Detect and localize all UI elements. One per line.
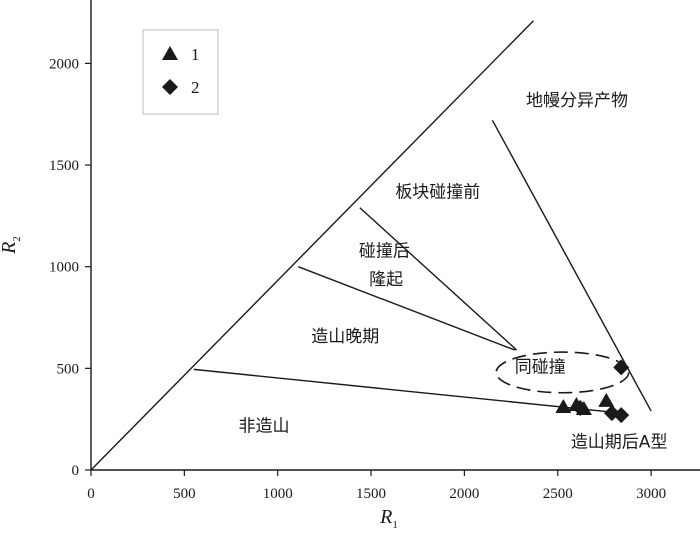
y-axis-title-main: R xyxy=(0,242,20,255)
field-label-mantle: 地幔分异产物 xyxy=(526,91,628,111)
axes xyxy=(85,0,700,476)
syn-collision-dashed-region xyxy=(495,351,630,394)
legend-label-1: 1 xyxy=(191,45,200,64)
field-label-post1: 碰撞后 xyxy=(359,242,410,262)
x-tick-label-2500: 2500 xyxy=(543,486,573,502)
boundary-line-upper xyxy=(359,207,518,351)
y-tick-label-2000: 2000 xyxy=(49,56,79,72)
point-diamond-4 xyxy=(613,359,630,376)
field-label-late: 造山晚期 xyxy=(311,327,379,347)
y-tick-label-500: 500 xyxy=(57,361,80,377)
legend-box xyxy=(142,29,219,115)
legend-label-2: 2 xyxy=(191,78,200,97)
legend: 1 2 xyxy=(142,29,219,115)
field-label-postA: 造山期后A型 xyxy=(571,433,668,453)
x-axis-title: R1 xyxy=(379,506,398,531)
boundary-line-right xyxy=(491,119,652,412)
field-boundaries xyxy=(90,20,652,471)
x-tick-label-1500: 1500 xyxy=(356,486,386,502)
x-axis-title-main: R xyxy=(379,506,392,528)
legend-triangle-icon xyxy=(162,46,178,60)
y-axis-title-sub: 2 xyxy=(11,236,23,242)
y-axis-title: R2 xyxy=(0,236,23,255)
point-triangle-4 xyxy=(598,392,615,407)
y-tick-label-1000: 1000 xyxy=(49,260,79,276)
field-label-post2: 隆起 xyxy=(369,270,403,290)
x-tick-label-3000: 3000 xyxy=(636,486,666,502)
point-diamond-3 xyxy=(613,407,630,424)
field-label-syn: 同碰撞 xyxy=(515,357,566,377)
boundary-line-diagonal xyxy=(90,20,534,471)
x-tick-label-500: 500 xyxy=(173,486,196,502)
x-tick-label-2000: 2000 xyxy=(449,486,479,502)
y-tick-label-0: 0 xyxy=(72,463,80,479)
y-tick-label-1500: 1500 xyxy=(49,158,79,174)
point-diamond-1 xyxy=(572,399,589,416)
x-tick-label-1000: 1000 xyxy=(263,486,293,502)
field-label-pre: 板块碰撞前 xyxy=(395,183,480,203)
boundary-line-bottom xyxy=(193,368,622,414)
legend-diamond-icon xyxy=(162,79,178,95)
field-label-non: 非造山 xyxy=(238,416,289,436)
point-triangle-1 xyxy=(555,398,572,413)
boundary-line-middle xyxy=(297,266,516,351)
x-tick-label-0: 0 xyxy=(87,486,95,502)
x-axis-title-sub: 1 xyxy=(392,519,398,531)
tick-labels: 0 500 1000 1500 2000 2500 3000 0 500 1000 1500 2000 xyxy=(49,56,666,502)
data-points xyxy=(555,359,630,424)
